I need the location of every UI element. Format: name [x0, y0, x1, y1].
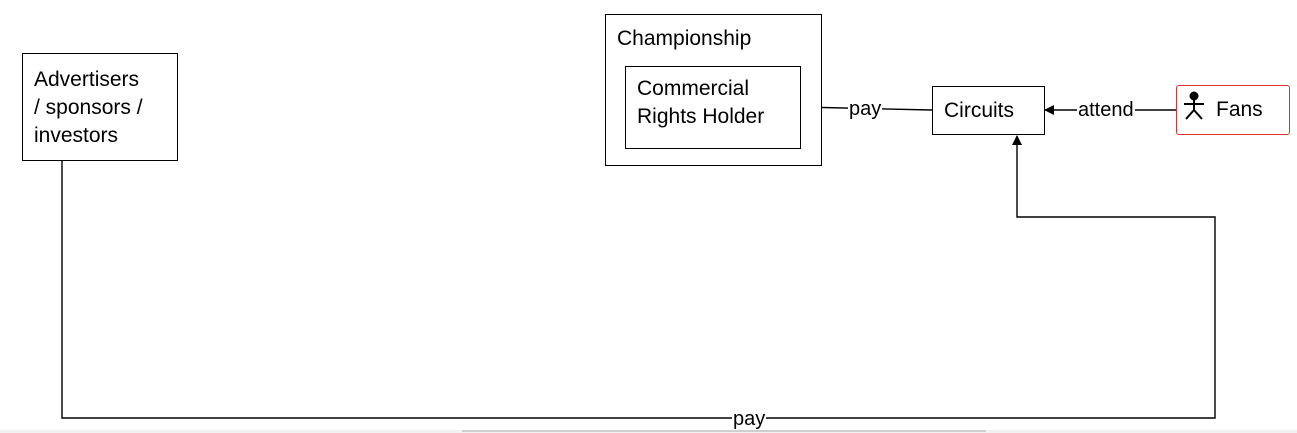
scrollbar-thumb[interactable]	[462, 430, 986, 432]
node-circuits-label: Circuits	[944, 99, 1015, 122]
actor-icon	[1184, 91, 1204, 120]
node-fans-label: Fans	[1216, 98, 1263, 121]
edge-label-pay-bottom: pay	[732, 408, 767, 430]
edge-label-pay-crh: pay	[848, 98, 883, 120]
edge-advertisers-to-circuits	[61, 135, 1216, 419]
node-circuits[interactable]: Circuits	[932, 86, 1045, 135]
node-commercial-rights-holder-label: Commercial Rights Holder	[637, 77, 765, 128]
edge-label-attend: attend	[1077, 99, 1135, 121]
node-fans[interactable]: Fans	[1176, 85, 1290, 135]
node-championship[interactable]: Championship Commercial Rights Holder	[605, 14, 822, 166]
node-advertisers-label: Advertisers / sponsors / investors	[34, 68, 143, 147]
node-advertisers[interactable]: Advertisers / sponsors / investors	[22, 53, 178, 161]
node-commercial-rights-holder[interactable]: Commercial Rights Holder	[625, 66, 801, 149]
node-championship-label: Championship	[617, 27, 752, 50]
bottom-scroll-edge	[0, 430, 1297, 433]
